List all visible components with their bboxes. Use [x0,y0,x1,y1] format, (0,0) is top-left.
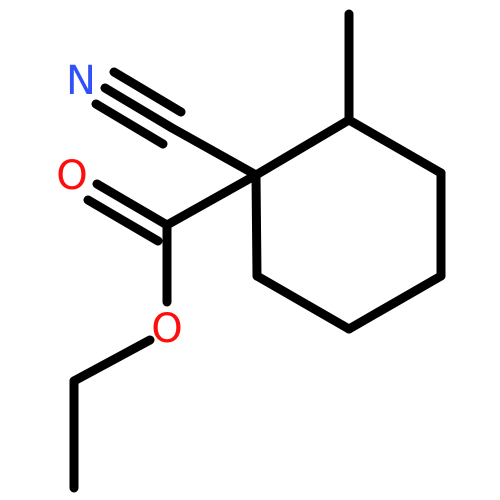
ester-oxygen-atom-label: O [151,306,182,352]
ring-bond-c6-c1 [251,170,262,281]
carbonyl-oxygen-atom-label: O [56,153,87,199]
nitrile-carbon-bond [167,123,261,180]
carbonyl-carbon-bond [162,170,261,230]
ethoxy-bond [69,335,155,386]
carbonyl-double-bond-line-2 [83,195,163,246]
ring-bond-c2-c3 [344,115,446,178]
nitrile-triple-bond-line-2 [109,67,186,117]
nitrile-triple-bond-line-3 [91,99,168,149]
ring-bond-c5-c6 [252,271,354,334]
nitrogen-atom-label: N [66,58,96,104]
ring-bond-c4-c5 [344,271,446,334]
ring-bond-c1-c2 [251,115,354,180]
nitrile-triple-bond-line-1 [100,83,177,133]
carbonyl-double-bond-line-1 [92,179,172,230]
